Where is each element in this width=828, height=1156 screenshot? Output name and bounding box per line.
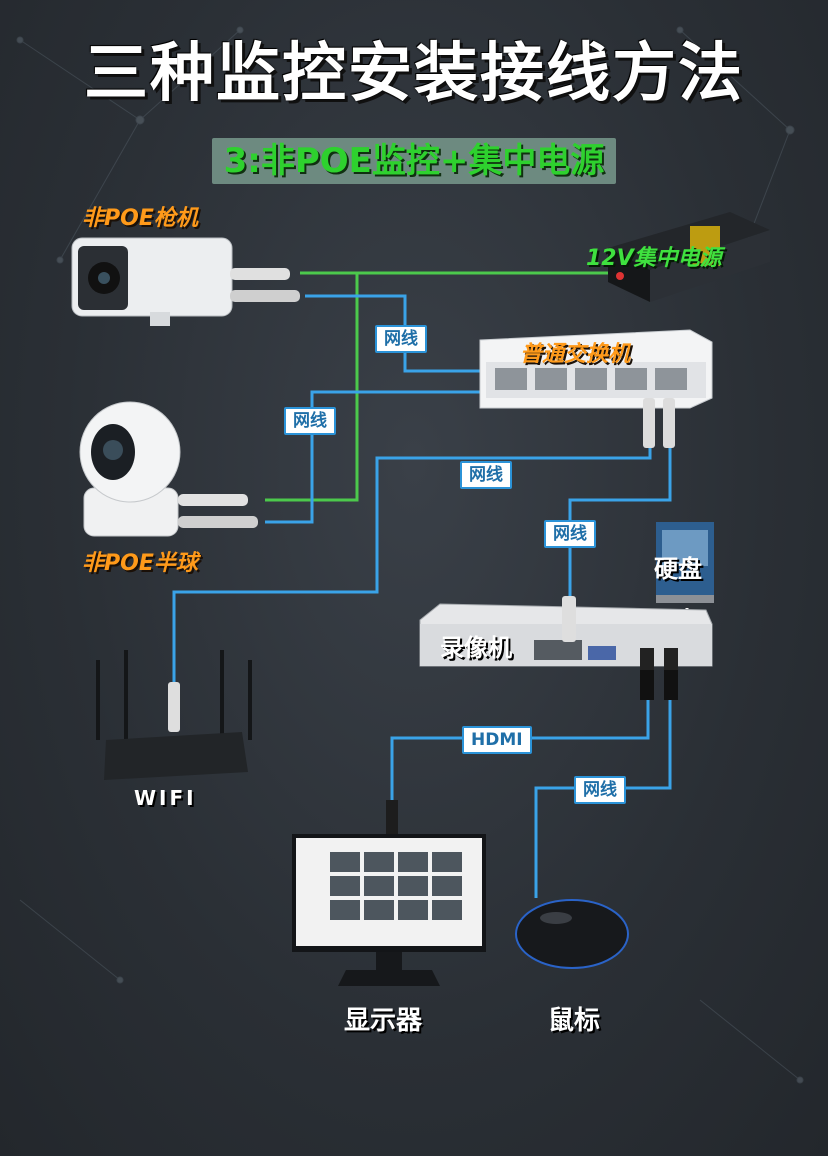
power-supply	[608, 212, 770, 302]
bullet-camera-label: 非POE枪机	[82, 206, 198, 231]
router-label: WIFI	[134, 786, 197, 810]
power-supply-label: 12V集中电源	[586, 246, 722, 271]
page-title: 三种监控安装接线方法	[84, 37, 744, 111]
nvr-recorder	[419, 596, 713, 700]
power-line-dome	[265, 273, 359, 502]
net-switch-router	[172, 447, 652, 685]
cable-tag-switch-nvr: 网线	[544, 520, 596, 548]
cable-tag-dome-switch: 网线	[284, 407, 336, 435]
switch-label: 普通交换机	[520, 342, 631, 367]
dome-camera	[79, 401, 258, 537]
cable-tag-switch-router: 网线	[460, 461, 512, 489]
mouse-label: 鼠标	[548, 1006, 601, 1036]
nvr-label: 录像机	[440, 634, 512, 662]
hard-disk	[656, 522, 714, 633]
net-switch-nvr	[568, 447, 672, 600]
power-lines	[265, 271, 620, 502]
monitor-label: 显示器	[344, 1006, 423, 1036]
network-switch	[479, 329, 713, 448]
dome-camera-label: 非POE半球	[82, 551, 198, 576]
hard-disk-label: 硬盘	[654, 555, 702, 583]
mouse	[515, 899, 629, 969]
wifi-router	[96, 650, 252, 780]
page-subtitle: 3:非POE监控+集中电源	[212, 138, 616, 184]
monitor	[292, 800, 486, 986]
net-dome-switch	[265, 390, 480, 524]
cable-tag-hdmi: HDMI	[462, 726, 532, 754]
cable-tag-nvr-mouse: 网线	[574, 776, 626, 804]
bullet-camera	[71, 237, 300, 326]
cable-tag-bullet-switch: 网线	[375, 325, 427, 353]
